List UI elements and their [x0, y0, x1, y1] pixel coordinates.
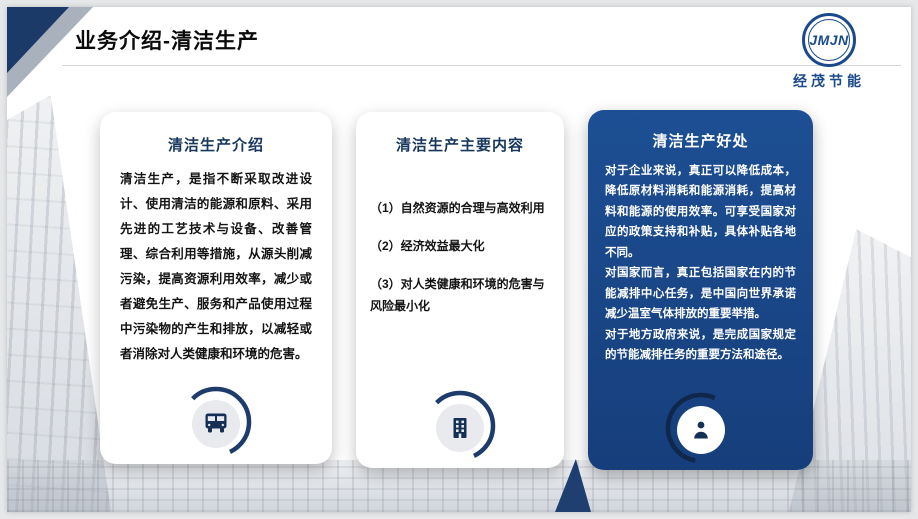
building-icon-graphic — [424, 390, 496, 462]
benefits-text: 对于企业来说，真正可以降低成本，降低原材料消耗和能源消耗，提高材料和能源的使用效… — [605, 161, 796, 366]
list-item-1: （1）自然资源的合理与高效利用 — [370, 201, 545, 215]
card-title: 清洁生产介绍 — [167, 137, 264, 154]
card-benefits: 清洁生产好处 对于企业来说，真正可以降低成本，降低原材料消耗和能源消耗，提高材料… — [588, 110, 813, 470]
bus-icon-graphic — [180, 386, 252, 458]
person-icon — [662, 389, 740, 467]
building-icon — [421, 387, 499, 465]
list-item-3: （3）对人类健康和环境的危害与风险最小化 — [370, 276, 545, 314]
logo-inner-ring: JMJN — [808, 19, 850, 61]
logo-monogram: JMJN — [809, 32, 849, 48]
card-main-contents: 清洁生产主要内容 （1）自然资源的合理与高效利用 （2）经济效益最大化 （3）对… — [356, 112, 564, 468]
logo-ring-icon: JMJN — [802, 13, 856, 67]
company-name: 经茂节能 — [793, 73, 865, 89]
background-building-left — [7, 95, 111, 512]
bus-icon — [177, 383, 255, 461]
header-divider — [62, 65, 901, 66]
slide-title: 业务介绍-清洁生产 — [75, 30, 259, 53]
company-logo: JMJN 经茂节能 — [769, 13, 889, 91]
card-title: 清洁生产主要内容 — [395, 137, 524, 154]
benefits-paragraph-2: 对国家而言，真正包括国家在内的节能减排中心任务，是中国向世界承诺减少温室气体排放… — [605, 267, 796, 321]
slide: 业务介绍-清洁生产 JMJN 经茂节能 清洁生产介绍 清洁生产，是指不断采取改进… — [7, 7, 911, 512]
list-item-2: （2）经济效益最大化 — [370, 238, 485, 253]
card-clean-production-intro: 清洁生产介绍 清洁生产，是指不断采取改进设计、使用清洁的能源和原料、采用先进的工… — [100, 112, 332, 464]
person-icon-graphic — [665, 392, 736, 464]
benefits-paragraph-3: 对于地方政府来说，是完成国家规定的节能减排任务的重要方法和途径。 — [605, 328, 796, 362]
card-body-text: 清洁生产，是指不断采取改进设计、使用清洁的能源和原料、采用先进的工艺技术与设备、… — [120, 172, 312, 361]
card-title: 清洁生产好处 — [652, 133, 749, 150]
content-list: （1）自然资源的合理与高效利用 （2）经济效益最大化 （3）对人类健康和环境的危… — [370, 197, 550, 318]
benefits-paragraph-1: 对于企业来说，真正可以降低成本，降低原材料消耗和能源消耗，提高材料和能源的使用效… — [605, 165, 796, 259]
